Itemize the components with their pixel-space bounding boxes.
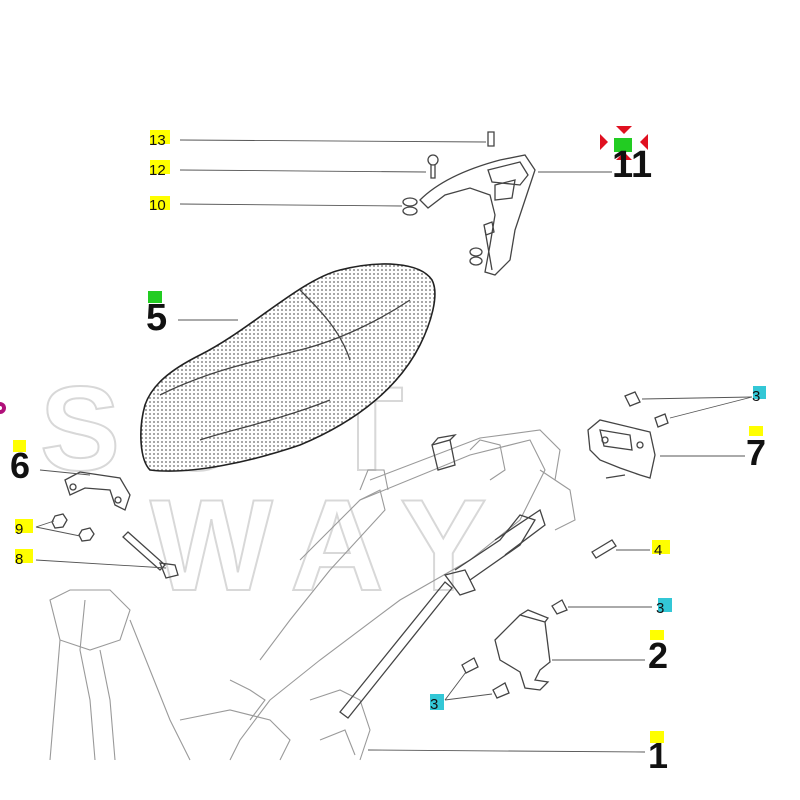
- marker-center: [614, 138, 632, 152]
- callout-12: 12: [149, 162, 166, 179]
- edge-marker-dot: [0, 402, 6, 414]
- callout-tag-10: [150, 196, 170, 210]
- long-bolt-part: [122, 531, 179, 579]
- leader-1: [367, 749, 646, 753]
- callout-7: 7: [746, 432, 766, 473]
- callout-tag-3c: [430, 694, 444, 710]
- leader-8: [35, 559, 167, 569]
- callout-2: 2: [648, 635, 668, 676]
- watermark-letter: Y: [400, 472, 487, 618]
- watermark-letter: W: [150, 472, 273, 618]
- callout-11: 11: [612, 144, 652, 186]
- spacer-pin-part: [591, 539, 617, 559]
- callout-9: 9: [15, 521, 23, 538]
- leader-lines: [35, 139, 753, 753]
- callout-tag-5: [148, 291, 162, 303]
- marker-arrow-left: [600, 134, 608, 150]
- seat-shape: [140, 263, 436, 472]
- callout-3c: 3: [430, 696, 438, 713]
- callout-tag-2: [650, 630, 664, 640]
- callout-3b: 3: [656, 600, 664, 617]
- marker-arrow-bottom: [616, 152, 632, 160]
- carrier-part: [402, 131, 536, 276]
- leader-9a: [35, 520, 55, 528]
- leader-3c2: [444, 693, 493, 701]
- callout-labels: 13 12 10 11 5 6 3 7 9 8 4 3 2 3 1: [10, 132, 766, 776]
- callout-tag-13: [150, 130, 170, 144]
- edge-marker-dot-center: [0, 406, 2, 410]
- leader-3c1: [444, 671, 467, 701]
- leader-3a2: [669, 396, 753, 419]
- callout-tag-8: [15, 549, 33, 563]
- callout-tag-3b: [658, 598, 672, 612]
- nut-part: [51, 513, 95, 542]
- position-marker-icon: [600, 126, 648, 160]
- leader-6: [39, 469, 91, 476]
- callout-10: 10: [149, 197, 166, 214]
- frame-part: [49, 429, 576, 761]
- bracket-plate-part: [461, 599, 568, 699]
- callout-tag-4: [652, 540, 670, 554]
- callout-tag-1: [650, 731, 664, 743]
- watermark-letter: A: [290, 472, 384, 618]
- callout-6: 6: [10, 445, 30, 486]
- latch-plate-part: [587, 391, 669, 479]
- callout-tag-6: [13, 440, 26, 452]
- marker-arrow-top: [616, 126, 632, 134]
- callout-4: 4: [654, 542, 662, 559]
- callout-tag-3a: [753, 386, 766, 399]
- callout-5: 5: [146, 297, 167, 339]
- callout-13: 13: [149, 132, 166, 149]
- callout-8: 8: [15, 551, 23, 568]
- leader-12: [179, 169, 427, 173]
- leader-10: [179, 203, 403, 207]
- hinge-bracket-part: [64, 471, 131, 511]
- callout-1: 1: [648, 735, 668, 776]
- seat-part: [140, 263, 436, 472]
- marker-arrow-right: [640, 134, 648, 150]
- callout-3a: 3: [752, 388, 760, 405]
- leader-3a1: [641, 396, 753, 400]
- leader-13: [179, 139, 487, 143]
- callout-tag-12: [150, 160, 170, 174]
- leader-9b: [35, 526, 81, 537]
- callout-tag-7: [749, 426, 763, 436]
- callout-tag-9: [15, 519, 33, 533]
